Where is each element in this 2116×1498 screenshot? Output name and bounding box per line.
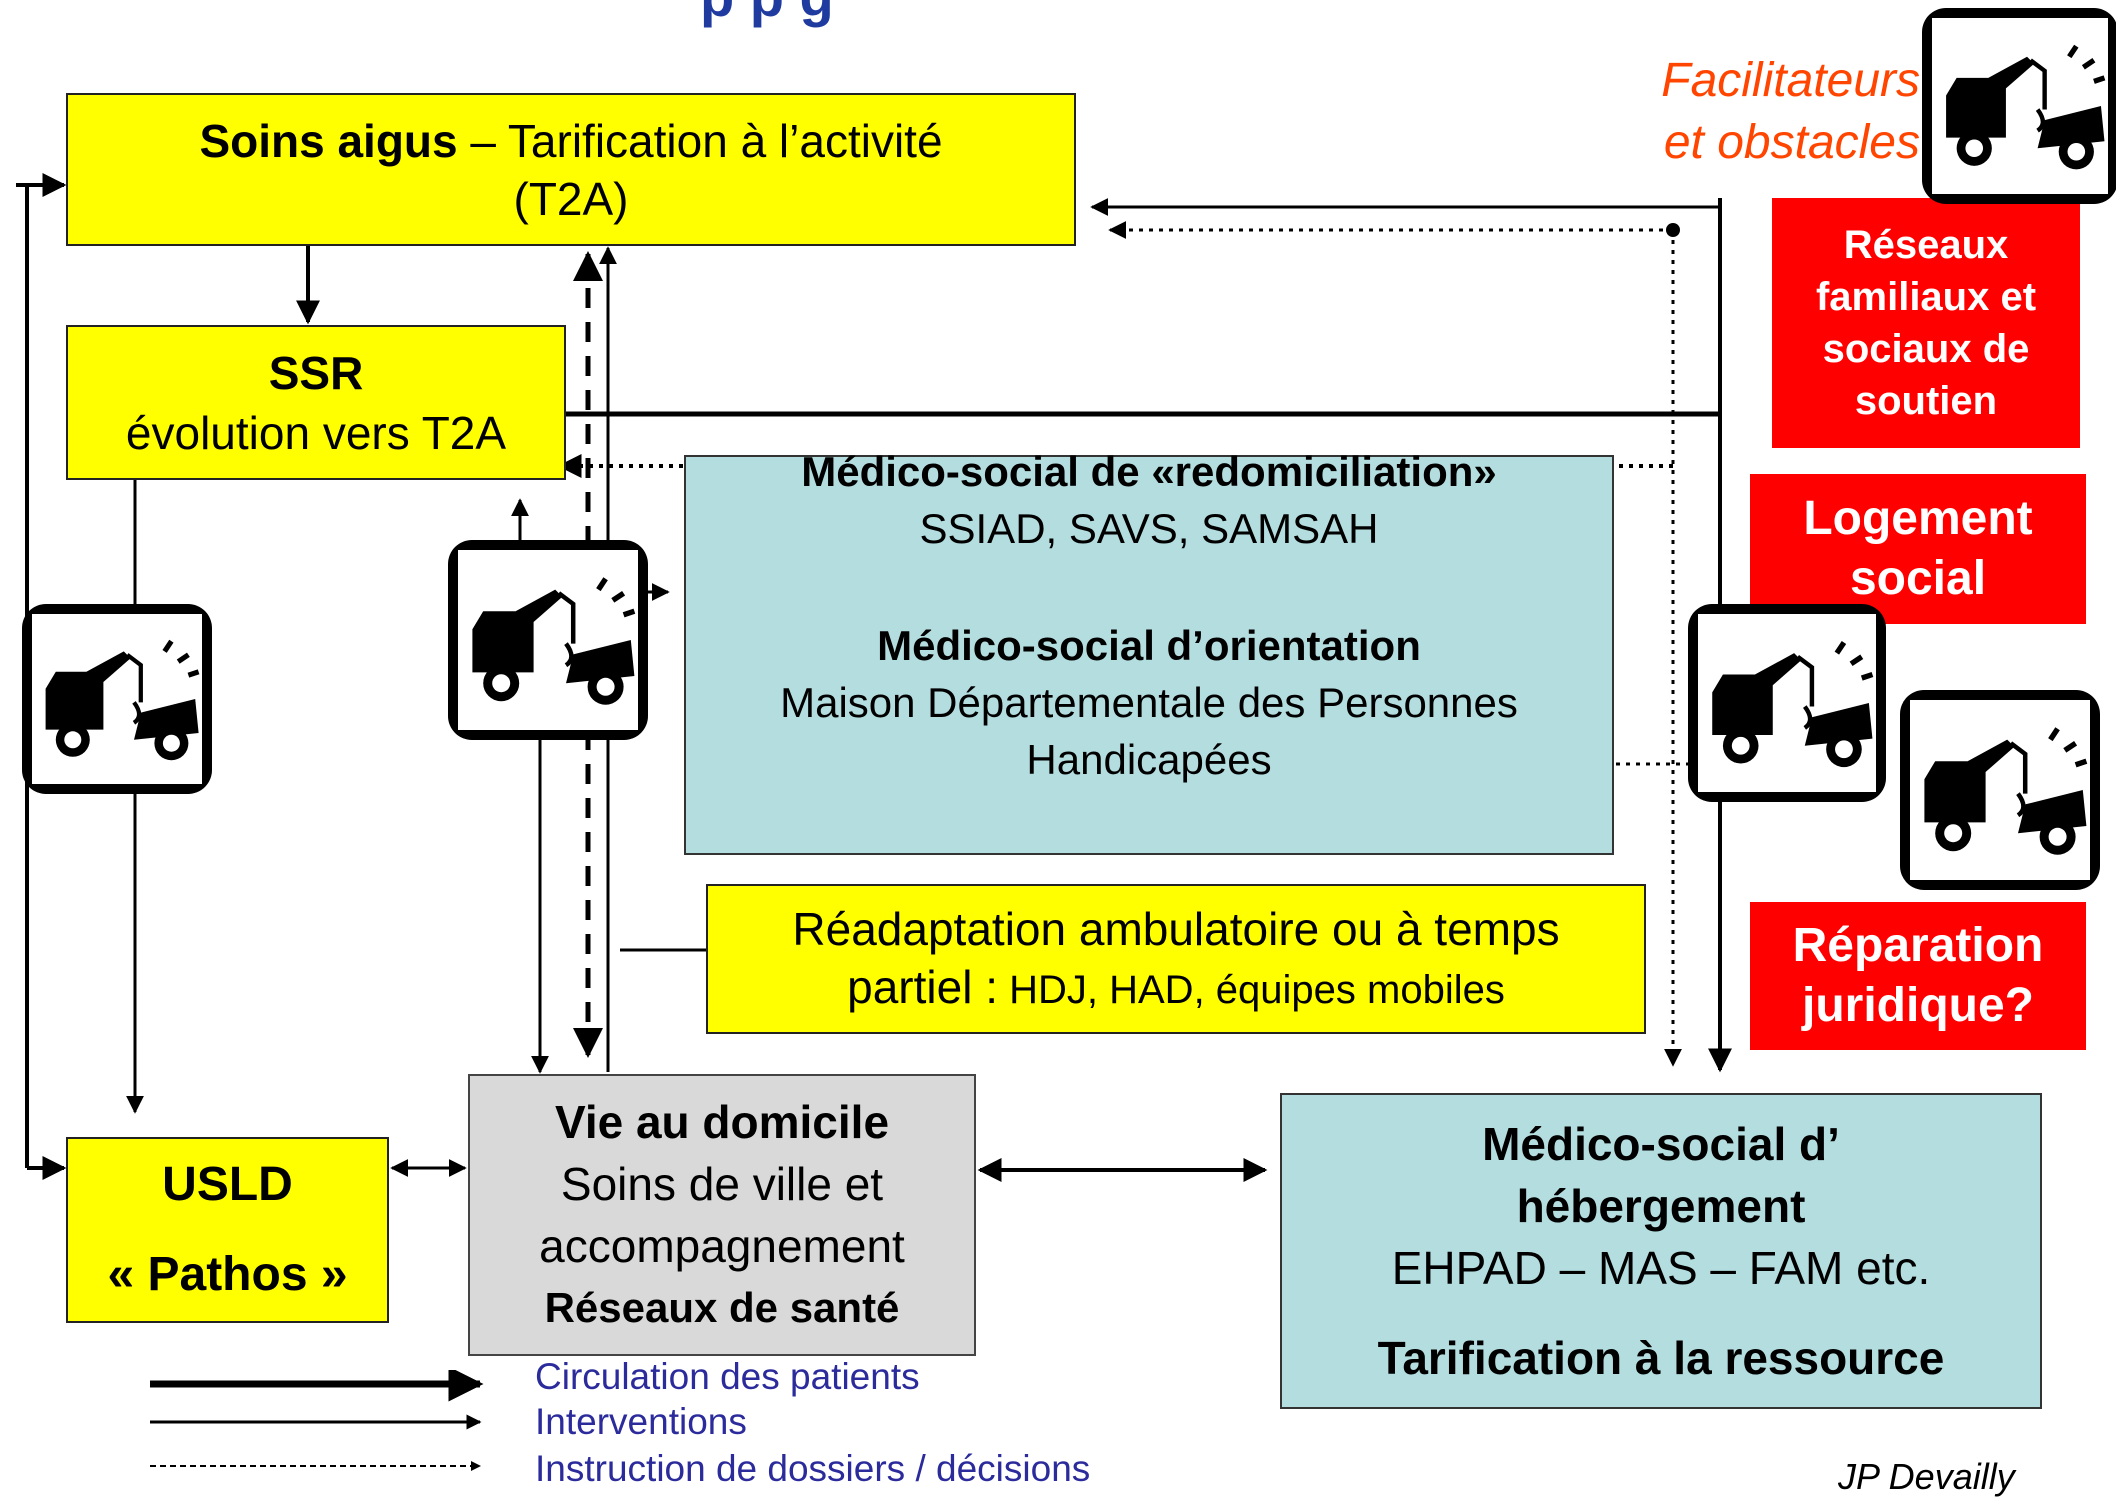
usld-subtitle: « Pathos » — [107, 1248, 348, 1301]
legend-lines — [150, 1370, 484, 1471]
tow-truck-icon — [1922, 8, 2116, 204]
ssr-box: SSR évolution vers T2A — [66, 325, 566, 480]
reparation-line1: Réparation — [1792, 919, 2044, 972]
reseaux-familiaux-box: Réseaux familiaux et sociaux de soutien — [1772, 198, 2080, 448]
medico-redom-subtitle: SSIAD, SAVS, SAMSAH — [919, 505, 1379, 552]
ssr-subtitle: évolution vers T2A — [125, 406, 507, 459]
reseaux-line1: Réseaux — [1843, 223, 2009, 267]
reparation-line2: juridique? — [1802, 979, 2034, 1032]
reseaux-line3: sociaux de — [1822, 327, 2030, 371]
soins-aigus-t2a: (T2A) — [513, 172, 629, 225]
hebergement-line2: hébergement — [1516, 1180, 1806, 1232]
facilitateurs-label: Facilitateurs et obstacles — [1590, 50, 1920, 174]
ssr-title: SSR — [268, 346, 364, 399]
domicile-box: Vie au domicile Soins de ville et accomp… — [468, 1074, 976, 1356]
medico-orient-line2: Handicapées — [1026, 736, 1272, 783]
soins-aigus-title: Soins aigus — [199, 114, 458, 167]
facilitateurs-line1: Facilitateurs — [1661, 54, 1920, 107]
logement-line1: Logement — [1803, 492, 2033, 545]
soins-aigus-text: – Tarification à l’activité — [457, 114, 943, 167]
medico-redom-title: Médico-social de «redomiciliation» — [801, 448, 1497, 495]
reparation-juridique-box: Réparation juridique? — [1750, 902, 2086, 1050]
facilitateurs-line2: et obstacles — [1663, 116, 1920, 169]
domicile-line3: Réseaux de santé — [544, 1284, 900, 1331]
usld-title: USLD — [162, 1158, 293, 1211]
domicile-line2: accompagnement — [539, 1220, 905, 1272]
hebergement-line1: Médico-social d’ — [1482, 1118, 1840, 1170]
hebergement-line4: Tarification à la ressource — [1377, 1332, 1945, 1384]
tow-truck-icon — [1900, 690, 2100, 890]
medico-orient-title: Médico-social d’orientation — [877, 622, 1421, 669]
reseaux-line4: soutien — [1854, 379, 1998, 423]
domicile-title: Vie au domicile — [554, 1096, 890, 1148]
author: JP Devailly — [1838, 1456, 2015, 1497]
hebergement-box: Médico-social d’ hébergement EHPAD – MAS… — [1280, 1093, 2042, 1409]
tow-truck-icon — [1688, 604, 1886, 802]
logement-social-box: Logement social — [1750, 474, 2086, 624]
domicile-line1: Soins de ville et — [560, 1158, 884, 1210]
legend-instruction: Instruction de dossiers / décisions — [535, 1448, 1091, 1489]
medico-orient-line1: Maison Départementale des Personnes — [780, 679, 1518, 726]
legend-circulation: Circulation des patients — [535, 1356, 920, 1397]
soins-aigus-box: Soins aigus – Tarification à l’activité … — [66, 93, 1076, 246]
readaptation-line2-big: partiel : — [847, 960, 998, 1013]
reseaux-line2: familiaux et — [1815, 275, 2037, 319]
readaptation-line2-small: HDJ, HAD, équipes mobiles — [998, 967, 1505, 1012]
page-title: p p g — [700, 0, 834, 29]
tow-truck-icon — [22, 604, 212, 794]
logement-line2: social — [1849, 552, 1987, 605]
legend-interventions: Interventions — [535, 1401, 747, 1442]
medico-social-box: Médico-social de «redomiciliation» SSIAD… — [684, 448, 1614, 855]
usld-box: USLD « Pathos » — [66, 1137, 389, 1323]
readaptation-line1: Réadaptation ambulatoire ou à temps — [792, 902, 1560, 955]
readaptation-box: Réadaptation ambulatoire ou à temps part… — [706, 884, 1646, 1034]
tow-truck-icon — [448, 540, 648, 740]
hebergement-line3: EHPAD – MAS – FAM etc. — [1391, 1242, 1931, 1294]
